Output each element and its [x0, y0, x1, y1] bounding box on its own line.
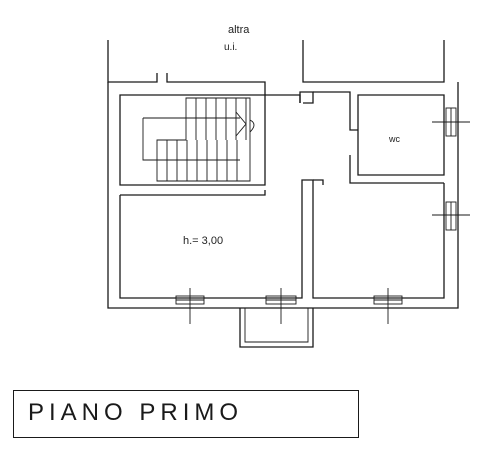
- window-left-bottom: [175, 288, 205, 324]
- interior-walls: [119, 91, 445, 299]
- staircase: [142, 97, 255, 182]
- exterior-wall: [107, 82, 459, 309]
- window-center-bottom: [265, 288, 297, 324]
- window-right-room: [432, 201, 470, 231]
- title-box: PIANO PRIMO: [13, 390, 359, 438]
- adjacent-unit-label-line2: u.i.: [224, 42, 237, 53]
- stair-direction-arrow: [235, 111, 247, 137]
- wc-label: wc: [388, 134, 400, 144]
- windows: [175, 107, 470, 324]
- window-right-bottom: [373, 288, 403, 324]
- room-height-label: h.= 3,00: [183, 235, 223, 247]
- window-wc: [432, 107, 470, 137]
- plan-title: PIANO PRIMO: [28, 399, 244, 426]
- adjacent-unit-label-line1: altra: [228, 24, 250, 36]
- adjacent-unit-walls: [107, 40, 445, 95]
- balcony: [239, 308, 314, 348]
